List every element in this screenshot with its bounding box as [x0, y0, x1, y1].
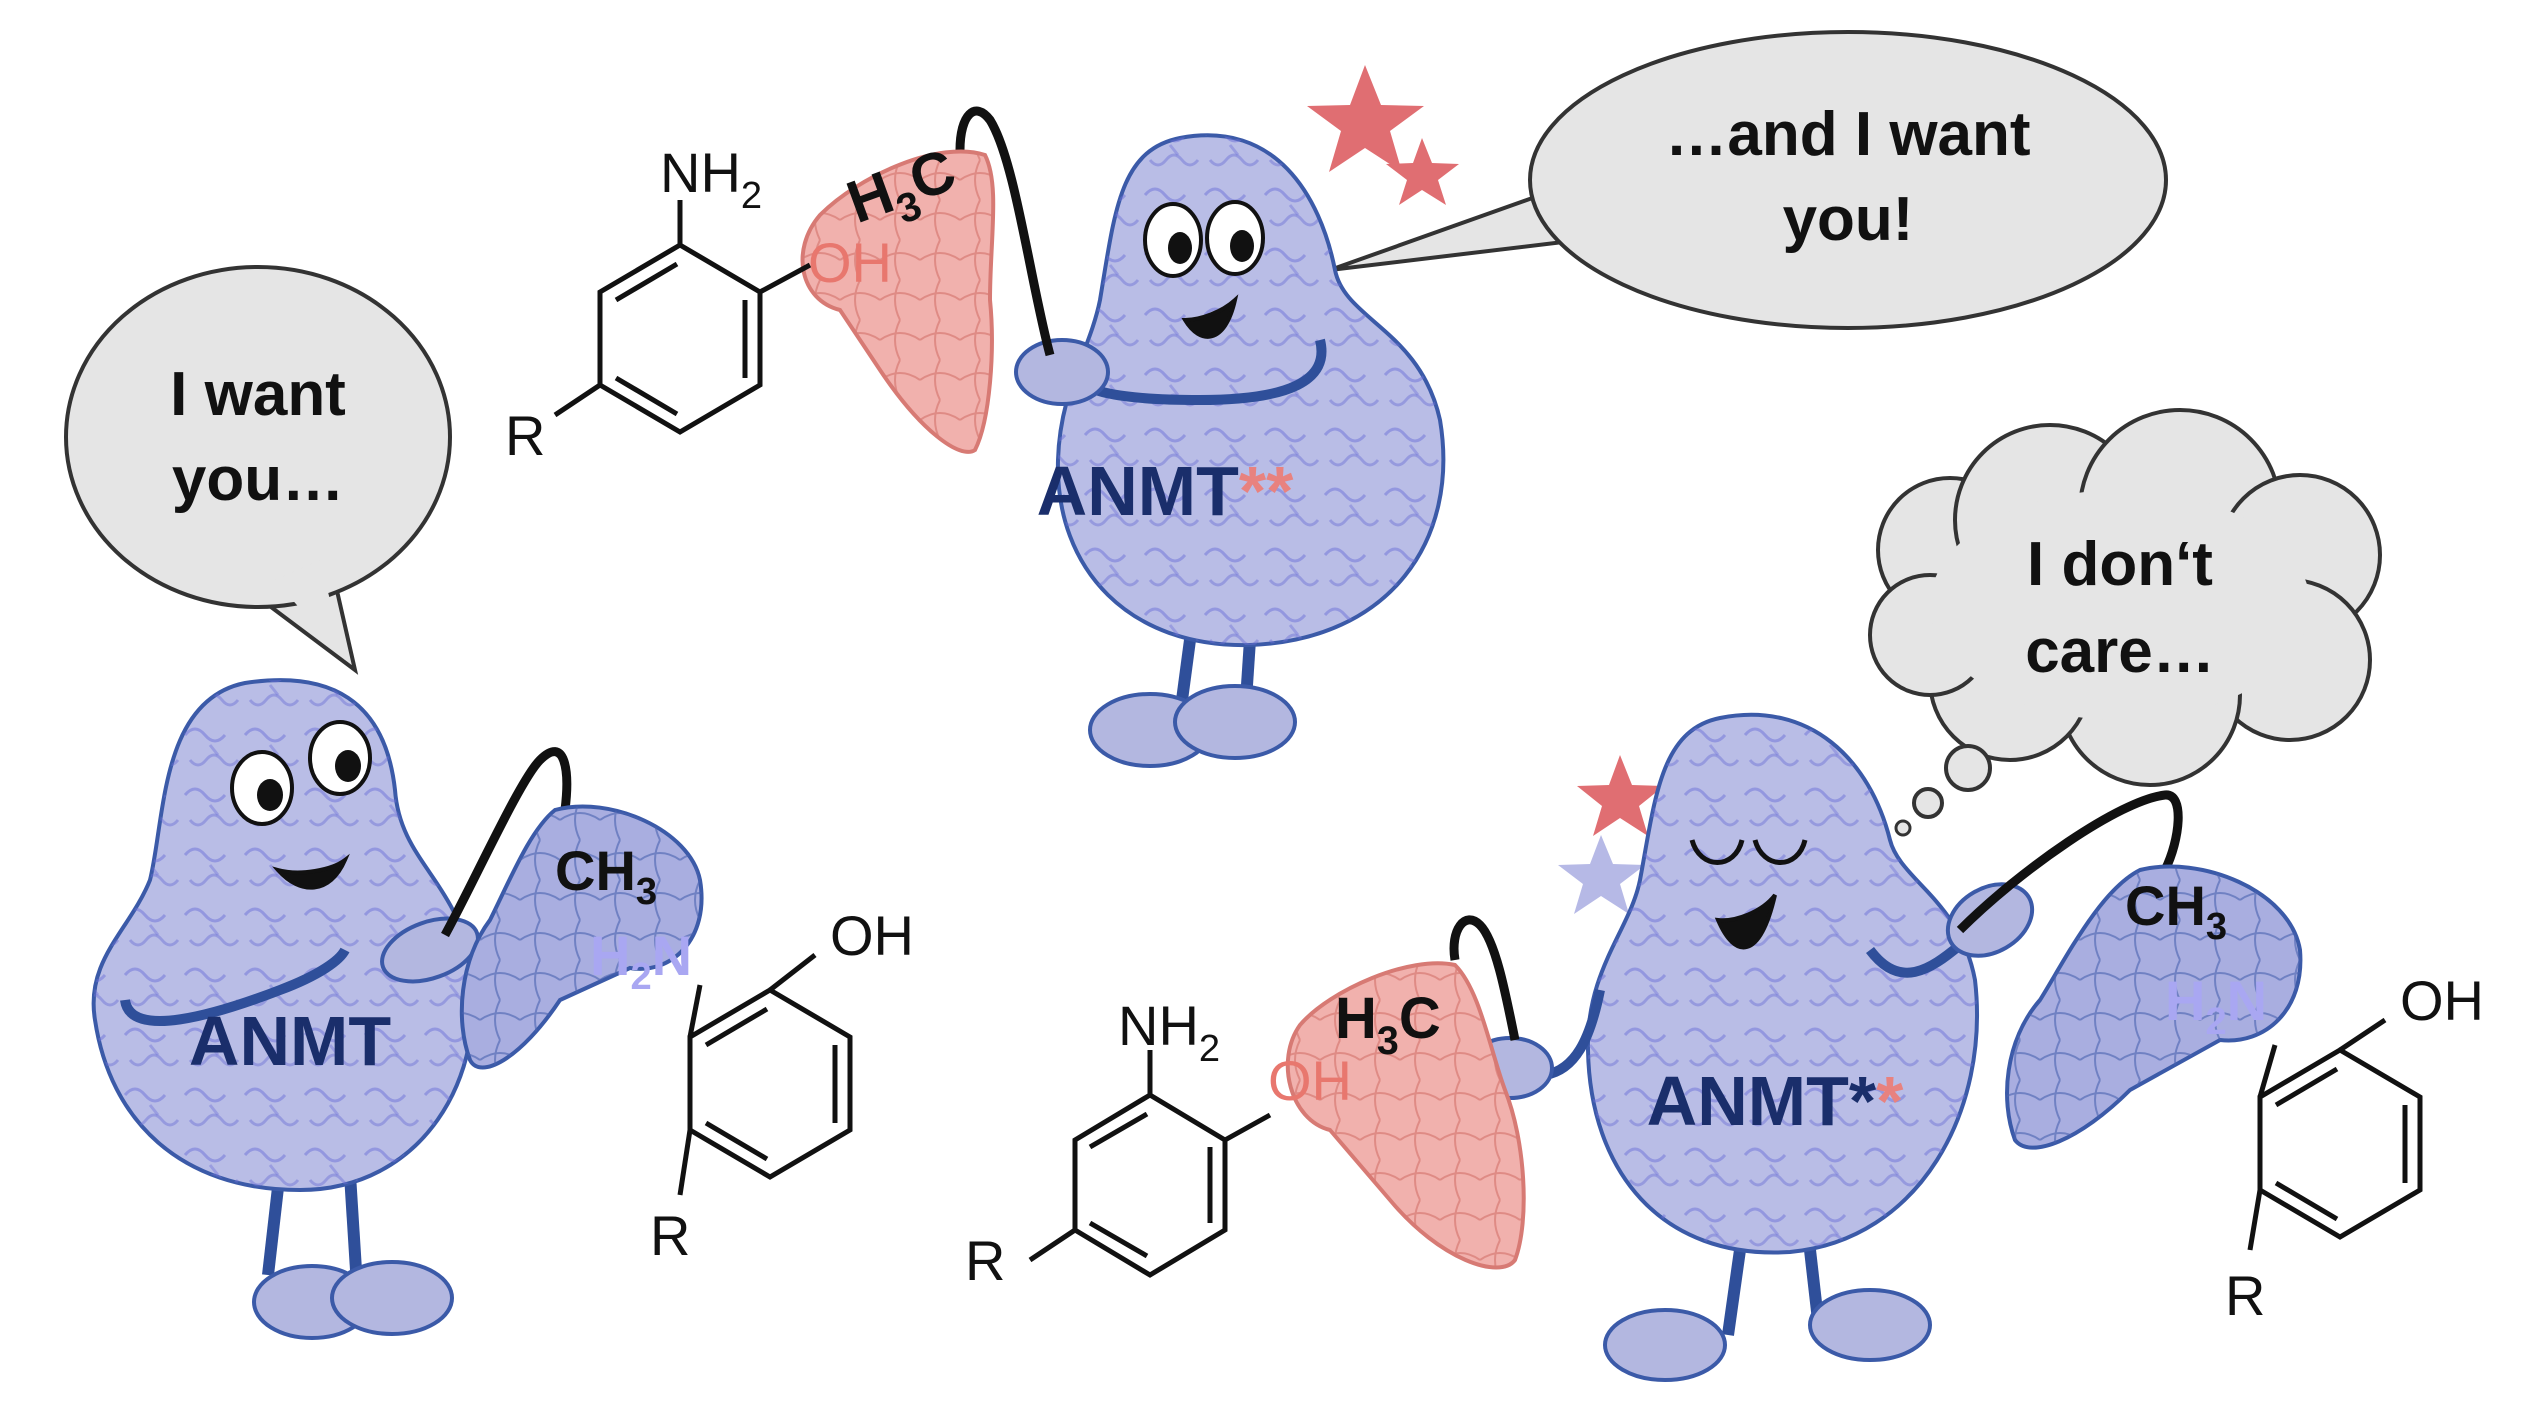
- speech-left-line1: I want: [170, 360, 346, 429]
- methyl-subscript: 3: [1377, 1019, 1399, 1063]
- hydroxyl-group: OH: [808, 231, 892, 294]
- speech-top-line2: you!: [1783, 185, 1914, 254]
- molecule-right: OH R H2N CH3: [2125, 874, 2484, 1327]
- substituent-r: R: [650, 1204, 690, 1267]
- methyl-group: CH3: [555, 839, 657, 913]
- substituent-r: R: [965, 1229, 1005, 1292]
- thought-line1: I don‘t: [2027, 530, 2213, 599]
- enzyme-top: ANMT**: [800, 106, 1446, 768]
- asterisk-mark-top: **: [1239, 452, 1294, 530]
- enzyme-label-right: ANMT**: [1647, 1062, 1904, 1140]
- enzyme-label-left: ANMT: [189, 1002, 391, 1080]
- hydroxyl-label: OH: [2400, 969, 2484, 1032]
- foot-right-2: [1808, 1288, 1932, 1362]
- amino-subscript: 2: [1199, 1028, 1220, 1070]
- methyl-ch: CH: [2125, 874, 2206, 937]
- amine-subscript: 2: [630, 956, 651, 998]
- amine-h: H: [590, 924, 630, 987]
- amino-nh: NH: [1118, 994, 1199, 1057]
- thought-dot-medium: [1912, 787, 1944, 819]
- thought-dot-large: [1944, 744, 1992, 792]
- methyl-group: H3C: [1335, 986, 1441, 1063]
- molecule-bottom-middle: NH2 OH R H3C: [965, 986, 1441, 1292]
- methyl-group: CH3: [2125, 874, 2227, 948]
- net-handle: [955, 106, 1055, 357]
- foot-top-2: [1173, 684, 1297, 760]
- amino-group: NH2: [660, 141, 762, 217]
- hydroxyl-label: OH: [830, 904, 914, 967]
- methyl-c: C: [1399, 986, 1441, 1051]
- amine-group: H2N: [590, 924, 692, 998]
- asterisk-mark-dark: *: [1849, 1062, 1877, 1140]
- methyl-ch: CH: [555, 839, 636, 902]
- amine-h: H: [2165, 969, 2205, 1032]
- closed-eye-left: [1689, 839, 1745, 865]
- methyl-subscript: 3: [636, 871, 657, 913]
- amine-group: H2N: [2165, 969, 2267, 1043]
- thought-line2: care…: [2025, 617, 2215, 686]
- enzyme-label-top: ANMT**: [1037, 452, 1294, 530]
- mouth: [1181, 294, 1239, 339]
- speech-bubble-top: …and I want you!: [1329, 30, 2168, 330]
- amino-subscript: 2: [741, 175, 762, 217]
- net-handle: [441, 747, 572, 938]
- substituent-r: R: [505, 404, 545, 467]
- speech-top-line1: …and I want: [1665, 100, 2030, 169]
- amine-subscript: 2: [2205, 1001, 2226, 1043]
- speech-left-line2: you…: [172, 445, 344, 514]
- methyl-subscript: 3: [2206, 906, 2227, 948]
- mouth: [1714, 893, 1777, 950]
- asterisk-mark-red: *: [1876, 1062, 1904, 1140]
- foot-right-1: [1603, 1308, 1727, 1382]
- thought-bubble: I don‘t care…: [1868, 408, 2382, 837]
- star-icon: [1307, 65, 1664, 914]
- hydroxyl-group: OH: [1268, 1049, 1352, 1112]
- enzyme-name-top: ANMT: [1037, 452, 1239, 530]
- enzyme-right: ANMT**: [1285, 712, 2303, 1382]
- foot-left-2: [330, 1260, 454, 1336]
- speech-bubble-left: I want you…: [64, 265, 452, 675]
- hand: [380, 916, 480, 984]
- mouth: [272, 853, 350, 890]
- closed-eye-right: [1752, 839, 1808, 865]
- amino-group: NH2: [1118, 994, 1220, 1070]
- net-handle-left: [1449, 915, 1520, 1041]
- thought-dot-small: [1894, 819, 1912, 837]
- hand-right: [1945, 882, 2035, 958]
- amine-n: N: [2227, 969, 2267, 1032]
- hand: [1014, 338, 1110, 406]
- molecule-top: NH2 OH R H3C: [505, 136, 964, 467]
- enzyme-name-right: ANMT: [1647, 1062, 1849, 1140]
- amine-n: N: [652, 924, 692, 987]
- methyl-h: H: [1335, 986, 1377, 1051]
- net-handle-right: [1956, 790, 2183, 934]
- enzyme-left: ANMT: [91, 678, 704, 1340]
- molecule-left: OH R H2N CH3: [555, 839, 914, 1267]
- substituent-r: R: [2225, 1264, 2265, 1327]
- amino-nh: NH: [660, 141, 741, 204]
